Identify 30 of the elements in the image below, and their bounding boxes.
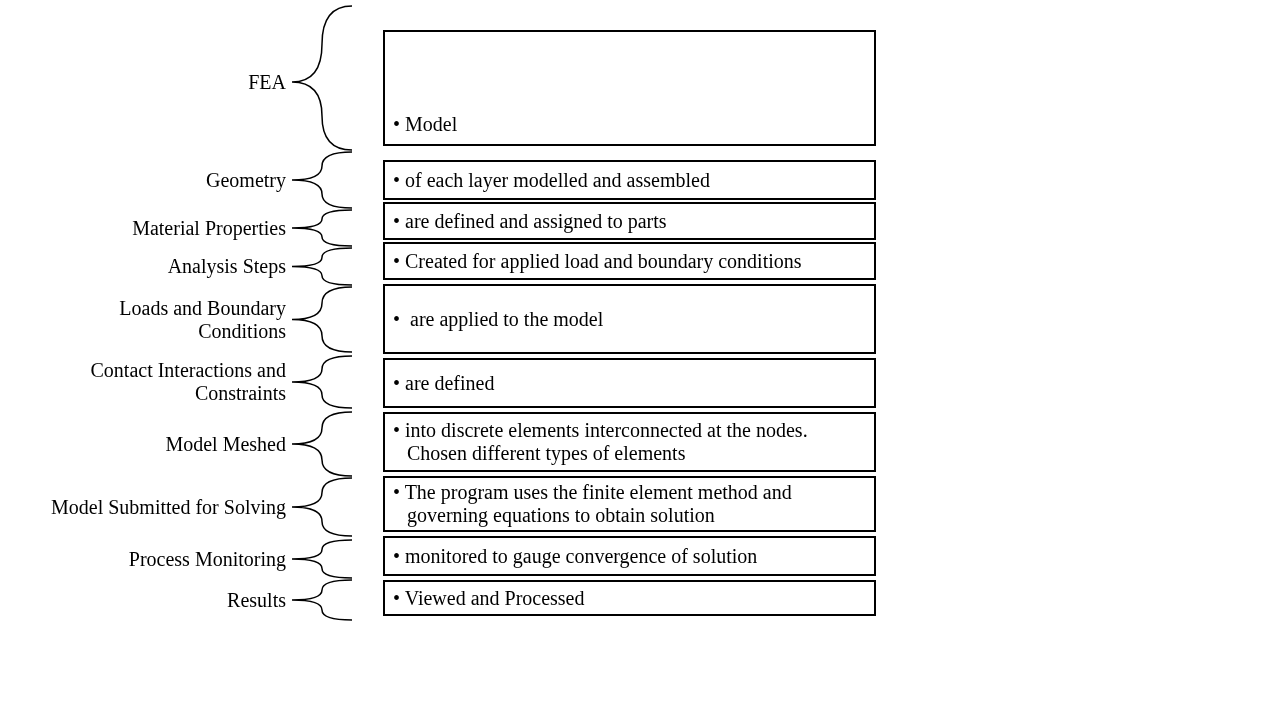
text-box [383, 202, 876, 240]
step-label: Contact Interactions and Constraints [89, 359, 286, 405]
step-label: Geometry [205, 168, 286, 192]
text-box [383, 412, 876, 472]
step-label: Results [226, 588, 286, 612]
step-label: Loads and Boundary Conditions [118, 296, 286, 343]
step-label: Analysis Steps [166, 255, 286, 278]
text-box [383, 358, 876, 408]
step-label: Material Properties [131, 216, 286, 240]
text-box [383, 284, 876, 354]
step-label: Process Monitoring [127, 547, 286, 571]
text-box [383, 160, 876, 200]
bullet-text: • into discrete elements interconnected at the nodes. Chosen different types of elements [393, 419, 809, 465]
text-box [383, 580, 876, 616]
text-box [383, 242, 876, 280]
bullet-text: • are defined and assigned to parts [393, 209, 668, 233]
bullet-text: • are defined [393, 371, 496, 395]
step-label: FEA [247, 70, 286, 94]
bullet-text: • Viewed and Processed [393, 586, 586, 610]
bullet-text: • of each layer modelled and assembled [393, 168, 711, 192]
bullet-text: • Model [393, 113, 459, 136]
text-box [383, 30, 876, 146]
bullet-text: • Created for applied load and boundary conditions [393, 249, 803, 273]
bullet-text: • The program uses the finite element method and governing equations to obtain solution [393, 481, 793, 527]
text-box [383, 476, 876, 532]
bullet-text: • monitored to gauge convergence of solution [393, 544, 759, 568]
step-label: Model Meshed [164, 432, 286, 456]
text-box [383, 536, 876, 576]
step-label: Model Submitted for Solving [50, 495, 286, 519]
bullet-text: • are applied to the model [393, 307, 605, 331]
